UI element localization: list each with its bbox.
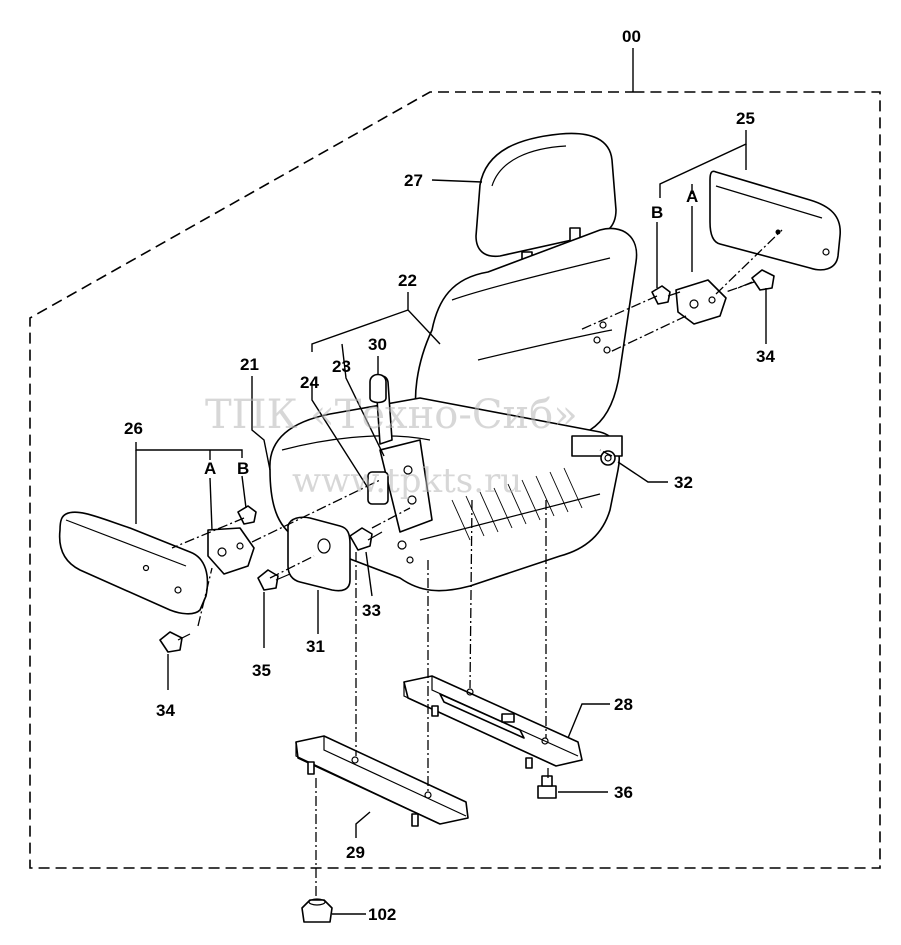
label-36: 36 bbox=[614, 783, 633, 802]
bolt-35 bbox=[257, 569, 291, 591]
label-30: 30 bbox=[368, 335, 387, 354]
label-26: 26 bbox=[124, 419, 143, 438]
nut-102 bbox=[301, 898, 333, 923]
label-22: 22 bbox=[398, 271, 417, 290]
armrest-right bbox=[709, 170, 841, 271]
label-24: 24 bbox=[300, 373, 319, 392]
leader-lines bbox=[135, 130, 767, 915]
watermark-url: www.tpkts.ru bbox=[292, 461, 522, 501]
bolt-32 bbox=[600, 450, 616, 466]
seat-back bbox=[414, 227, 638, 441]
bolt-34-right bbox=[737, 269, 775, 291]
nut-36 bbox=[537, 775, 557, 799]
label-27: 27 bbox=[404, 171, 423, 190]
assembly-boundary bbox=[29, 48, 881, 869]
label-a-right: A bbox=[686, 187, 698, 206]
assembly-center-lines bbox=[171, 229, 783, 900]
bracket-right bbox=[675, 279, 727, 325]
label-28: 28 bbox=[614, 695, 633, 714]
label-31: 31 bbox=[306, 637, 325, 656]
label-32: 32 bbox=[674, 473, 693, 492]
bolt-33 bbox=[349, 527, 383, 551]
label-00: 00 bbox=[622, 27, 641, 46]
bracket-left bbox=[207, 527, 255, 575]
label-b-left: B bbox=[237, 459, 249, 478]
cushion-hatching bbox=[451, 467, 583, 541]
label-b-right: B bbox=[651, 203, 663, 222]
label-a-left: A bbox=[204, 459, 216, 478]
label-25: 25 bbox=[736, 109, 755, 128]
bolt-34-left bbox=[159, 631, 191, 653]
armrest-left bbox=[58, 511, 209, 615]
watermark: ТПК «Техно-Сиб» www.tpkts.ru bbox=[205, 392, 578, 501]
bolt-b-right bbox=[651, 285, 681, 305]
label-29: 29 bbox=[346, 843, 365, 862]
headrest bbox=[475, 132, 617, 273]
label-33: 33 bbox=[362, 601, 381, 620]
side-pad bbox=[287, 516, 351, 592]
label-102: 102 bbox=[368, 905, 396, 924]
slide-rail-left bbox=[295, 735, 469, 827]
label-35: 35 bbox=[252, 661, 271, 680]
callout-labels: 00 25 A B 27 22 30 23 24 21 26 A B 34 32… bbox=[124, 27, 775, 924]
label-34-left: 34 bbox=[156, 701, 175, 720]
label-34-right: 34 bbox=[756, 347, 775, 366]
watermark-company: ТПК «Техно-Сиб» bbox=[205, 392, 578, 438]
knob bbox=[369, 373, 387, 404]
label-21: 21 bbox=[240, 355, 259, 374]
label-23: 23 bbox=[332, 357, 351, 376]
slide-rail-right bbox=[403, 675, 583, 769]
bolt-b-left bbox=[237, 505, 257, 525]
